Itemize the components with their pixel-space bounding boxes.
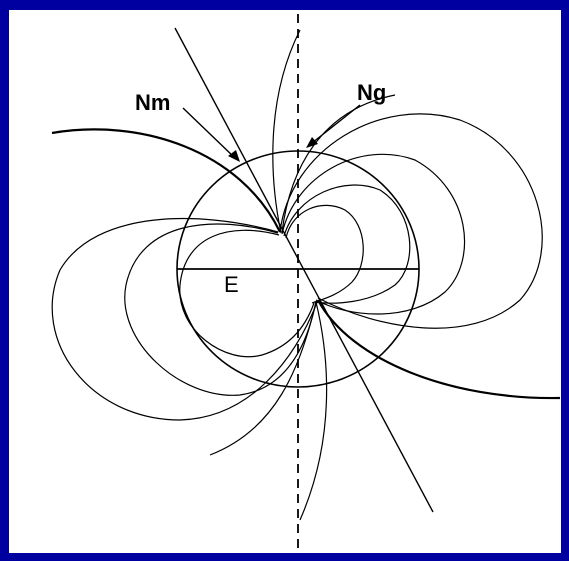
field-line-lower-arc-2 <box>209 301 317 456</box>
field-line-left-large <box>51 217 319 421</box>
ng-pointer-arrow <box>306 104 361 148</box>
diagram-panel <box>9 10 561 553</box>
field-line-upper-arc-2 <box>281 94 396 233</box>
magnetic-axis <box>174 27 434 513</box>
field-line-left-small <box>179 229 315 358</box>
label-geographic-north: Ng <box>357 80 386 105</box>
field-line-upper-arc-1 <box>272 29 301 234</box>
field-line-left-medium <box>124 223 317 396</box>
field-line-right-medium <box>281 153 465 315</box>
field-line-right-large <box>279 113 543 329</box>
field-line-right-small <box>283 184 411 304</box>
field-line-lower-arc-1 <box>299 301 328 521</box>
label-magnetic-north: Nm <box>135 90 170 115</box>
field-line-right-tiny <box>285 204 364 304</box>
nm-pointer-arrow <box>182 107 240 162</box>
label-earth: E <box>224 272 239 297</box>
field-line-heavy <box>51 128 561 400</box>
